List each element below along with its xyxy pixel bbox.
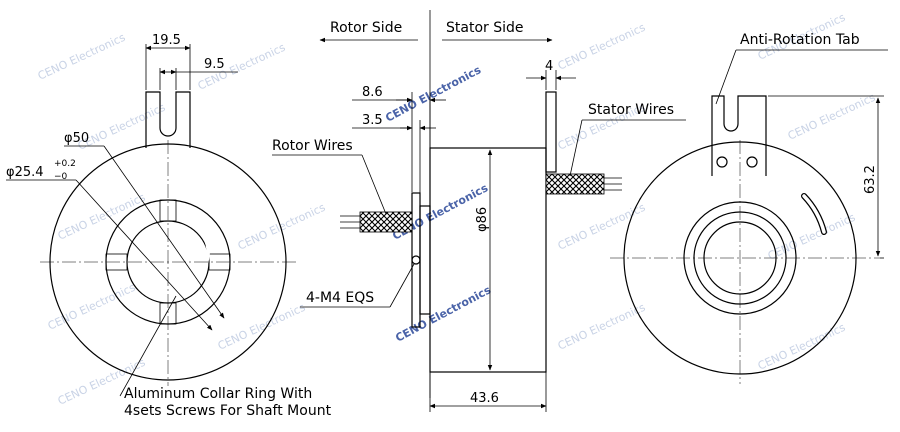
rotor-side-label: Rotor Side	[330, 20, 402, 36]
flange-thickness-dim: 8.6	[362, 85, 383, 100]
stator-side-label: Stator Side	[446, 20, 524, 36]
tab-slot-dim: 9.5	[204, 57, 225, 72]
slip-ring-body	[429, 147, 547, 373]
anti-rotation-tab-label: Anti-Rotation Tab	[740, 32, 860, 48]
tab-height-dim: 63.2	[863, 165, 878, 194]
tab-width-dim: 19.5	[152, 33, 181, 48]
watermark-text: CENO Electronics	[786, 91, 878, 143]
rotor-view-tab	[145, 91, 191, 148]
watermark-text: CENO Electronics	[556, 21, 648, 73]
rotor-wires	[340, 211, 413, 233]
watermark-text: CENO Electronics	[216, 301, 308, 353]
bore-tol-upper: +0.2	[54, 159, 76, 169]
bore-dia-dim: φ25.4	[6, 165, 44, 180]
side-view: Rotor Side Stator Side 8.6	[272, 10, 686, 412]
outer-dia-dim: φ50	[64, 131, 89, 146]
watermark-text: CENO Electronics	[36, 31, 128, 83]
stator-tab-thickness-dim: 4	[545, 59, 553, 74]
collar-note-line2: 4sets Screws For Shaft Mount	[124, 403, 332, 419]
mount-hole	[411, 255, 421, 265]
watermark-layer: CENO Electronics CENO Electronics CENO E…	[36, 11, 878, 408]
tab-screw-right	[746, 156, 758, 168]
watermark-text: CENO Electronics	[556, 201, 648, 253]
rotor-wires-label: Rotor Wires	[272, 138, 353, 154]
body-dia-dim: φ86	[475, 207, 490, 232]
watermark-text: CENO Electronics	[46, 281, 138, 333]
flange-offset-dim: 3.5	[362, 113, 383, 128]
stator-wires-label: Stator Wires	[588, 102, 674, 118]
mount-holes-label: 4-M4 EQS	[306, 290, 374, 306]
tab-screw-left	[716, 156, 728, 168]
watermark-text: CENO Electronics	[756, 321, 848, 373]
watermark-text: CENO Electronics	[56, 191, 148, 243]
rotor-end-view: 19.5 9.5 φ50 φ25.4 +0.2 −0 Aluminum Coll…	[6, 33, 332, 419]
bore-tol-lower: −0	[54, 172, 68, 182]
watermark-text: CENO Electronics	[236, 201, 328, 253]
watermark-text: CENO Electronics	[393, 283, 493, 345]
stator-view-tab	[711, 95, 767, 176]
watermark-text: CENO Electronics	[383, 63, 483, 125]
body-length-dim: 43.6	[470, 391, 499, 406]
rotor-flange	[411, 192, 421, 328]
collar-note-line1: Aluminum Collar Ring With	[124, 386, 312, 402]
watermark-text: CENO Electronics	[556, 301, 648, 353]
stator-wires	[545, 173, 622, 195]
stator-tab	[545, 91, 557, 173]
stator-end-view: 63.2 Anti-Rotation Tab	[610, 32, 888, 384]
